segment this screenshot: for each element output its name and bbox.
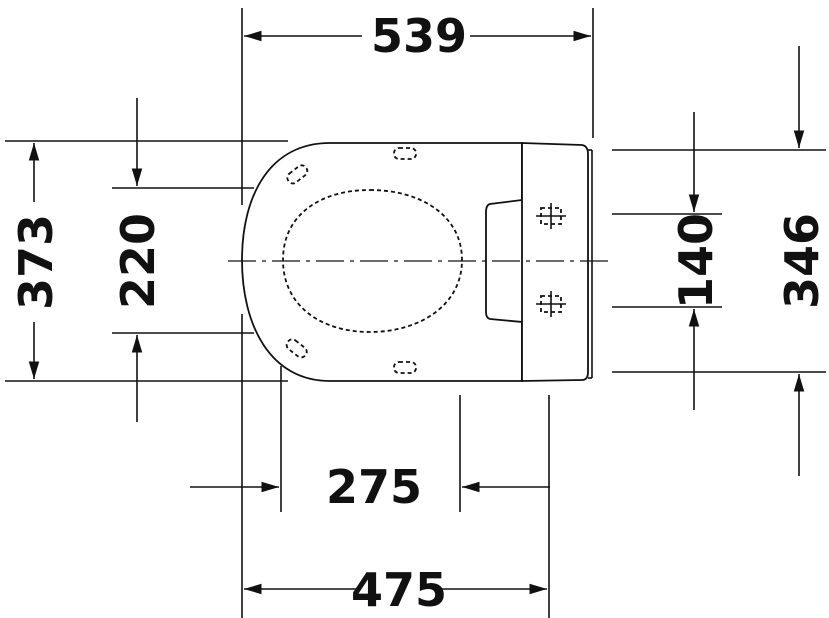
dim-label-hinge-spacing: 140 [669,213,723,309]
extension-lines [5,8,826,618]
dimension-hinge-spacing: 140 [669,112,723,410]
dimension-length-to-hinge: 475 [244,563,547,617]
dimension-inner-length: 275 [190,460,550,514]
fixing-point-upper-icon [536,203,566,229]
hinge-housing [521,142,589,382]
dimension-inner-width: 220 [111,98,165,422]
seat-top-view [228,142,612,382]
seat-opening [282,189,463,333]
dim-label-length-to-hinge: 475 [351,563,447,617]
dim-label-inner-length: 275 [326,460,422,514]
seat-outline [241,142,523,382]
dimension-overall-width: 373 [9,143,63,379]
dim-label-overall-length: 539 [371,9,467,63]
fixing-point-lower-icon [536,291,566,317]
hinge-cutout [485,143,523,381]
dimension-seat-width: 346 [775,46,829,476]
dim-label-inner-width: 220 [111,213,165,309]
dim-label-seat-width: 346 [775,213,829,309]
dimension-overall-length: 539 [244,9,591,63]
dim-label-overall-width: 373 [9,214,63,310]
